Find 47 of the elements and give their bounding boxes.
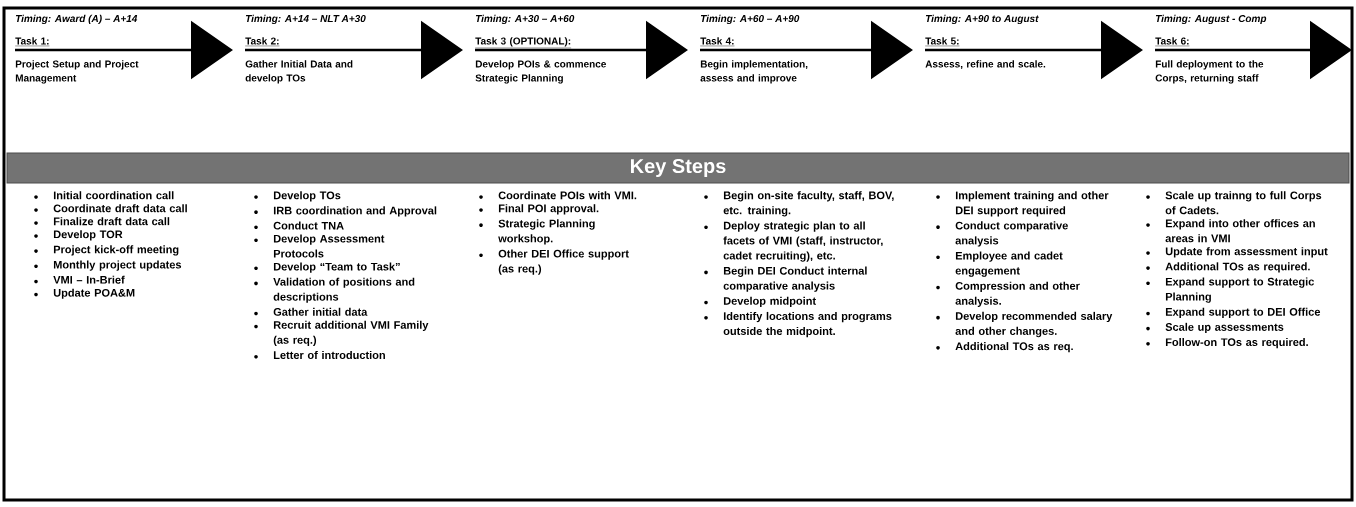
bullet-item: Develop “Team to Task” xyxy=(273,262,400,273)
task-label: Task 6: Full deployment to the Corps, returning staff xyxy=(1155,37,1264,84)
task-label: Task 2: Gather Initial Data and develop TOs xyxy=(245,37,353,84)
timing-label: Timing: A+60 – A+90 xyxy=(700,14,800,25)
bullet-item: Strategic Planning workshop. xyxy=(498,219,595,245)
bullet-item: Additional TOs as req. xyxy=(955,342,1073,353)
key-steps-band: Key Steps xyxy=(6,152,1350,184)
bullet-item: Coordinate draft data call xyxy=(53,204,187,213)
bullet-item: Monthly project updates xyxy=(53,260,182,271)
task-label: Task 1: Project Setup and Project Management xyxy=(15,37,139,84)
bullet-item: Employee and cadet engagement xyxy=(955,251,1063,277)
bullet-item: VMI – In-Brief xyxy=(53,275,125,284)
timing-label: Timing: A+90 to August xyxy=(925,14,1039,25)
bullet-item: Final POI approval. xyxy=(498,204,599,215)
timing-label: Timing: August - Comp xyxy=(1155,14,1267,25)
bullet-item: Compression and other analysis. xyxy=(955,281,1080,307)
bullet-item: Begin DEI Conduct internal comparative analysis xyxy=(723,266,867,292)
bullet-item: Develop recommended salary and other changes. xyxy=(955,311,1113,338)
bullet-item: Conduct TNA xyxy=(273,221,344,230)
bullet-item: Conduct comparative analysis xyxy=(955,221,1068,247)
bullet-item: Identify locations and programs outside the midpoint. xyxy=(723,311,892,338)
task-label: Task 4: Begin implementation, assess and improve xyxy=(700,37,808,84)
bullet-item: Project kick-off meeting xyxy=(53,245,179,256)
bullet-item: Update from assessment input xyxy=(1165,247,1328,258)
bullet-item: Expand support to Strategic Planning xyxy=(1165,277,1314,303)
timing-label: Timing: A+30 – A+60 xyxy=(475,14,575,25)
bullet-item: Develop midpoint xyxy=(723,296,816,307)
bullet-item: Recruit additional VMI Family (as req.) xyxy=(273,320,429,346)
bullet-item: Validation of positions and descriptions xyxy=(273,277,415,303)
bullet-item: Finalize draft data call xyxy=(53,217,170,226)
bullet-item: Follow-on TOs as required. xyxy=(1165,338,1308,349)
bullet-item: Update POA&M xyxy=(53,288,135,299)
bullet-item: Deploy strategic plan to all facets of VMI (staff, instructor, cadet recruiting), etc. xyxy=(723,221,883,262)
bullet-item: IRB coordination and Approval xyxy=(273,206,437,217)
bullet-item: Scale up assessments xyxy=(1165,322,1284,334)
bullet-item: Gather initial data xyxy=(273,307,368,316)
bullet-item: Expand support to DEI Office xyxy=(1165,307,1321,318)
task-label: Task 3 (OPTIONAL): Develop POIs & commence Strategic Planning xyxy=(475,37,606,84)
bullet-item: Develop TOR xyxy=(53,230,123,241)
bullet-item: Develop Assessment Protocols xyxy=(273,234,385,258)
timing-label: Timing: A+14 – NLT A+30 xyxy=(245,14,366,25)
bullet-item: Additional TOs as required. xyxy=(1165,262,1310,273)
timing-label: Timing: Award (A) – A+14 xyxy=(15,14,138,25)
bullet-item: Other DEI Office support (as req.) xyxy=(498,249,629,275)
bullet-item: Expand into other offices an areas in VMI xyxy=(1165,219,1315,243)
task-label: Task 5: Assess, refine and scale. xyxy=(925,37,1046,69)
bullet-item: Letter of introduction xyxy=(273,350,385,359)
